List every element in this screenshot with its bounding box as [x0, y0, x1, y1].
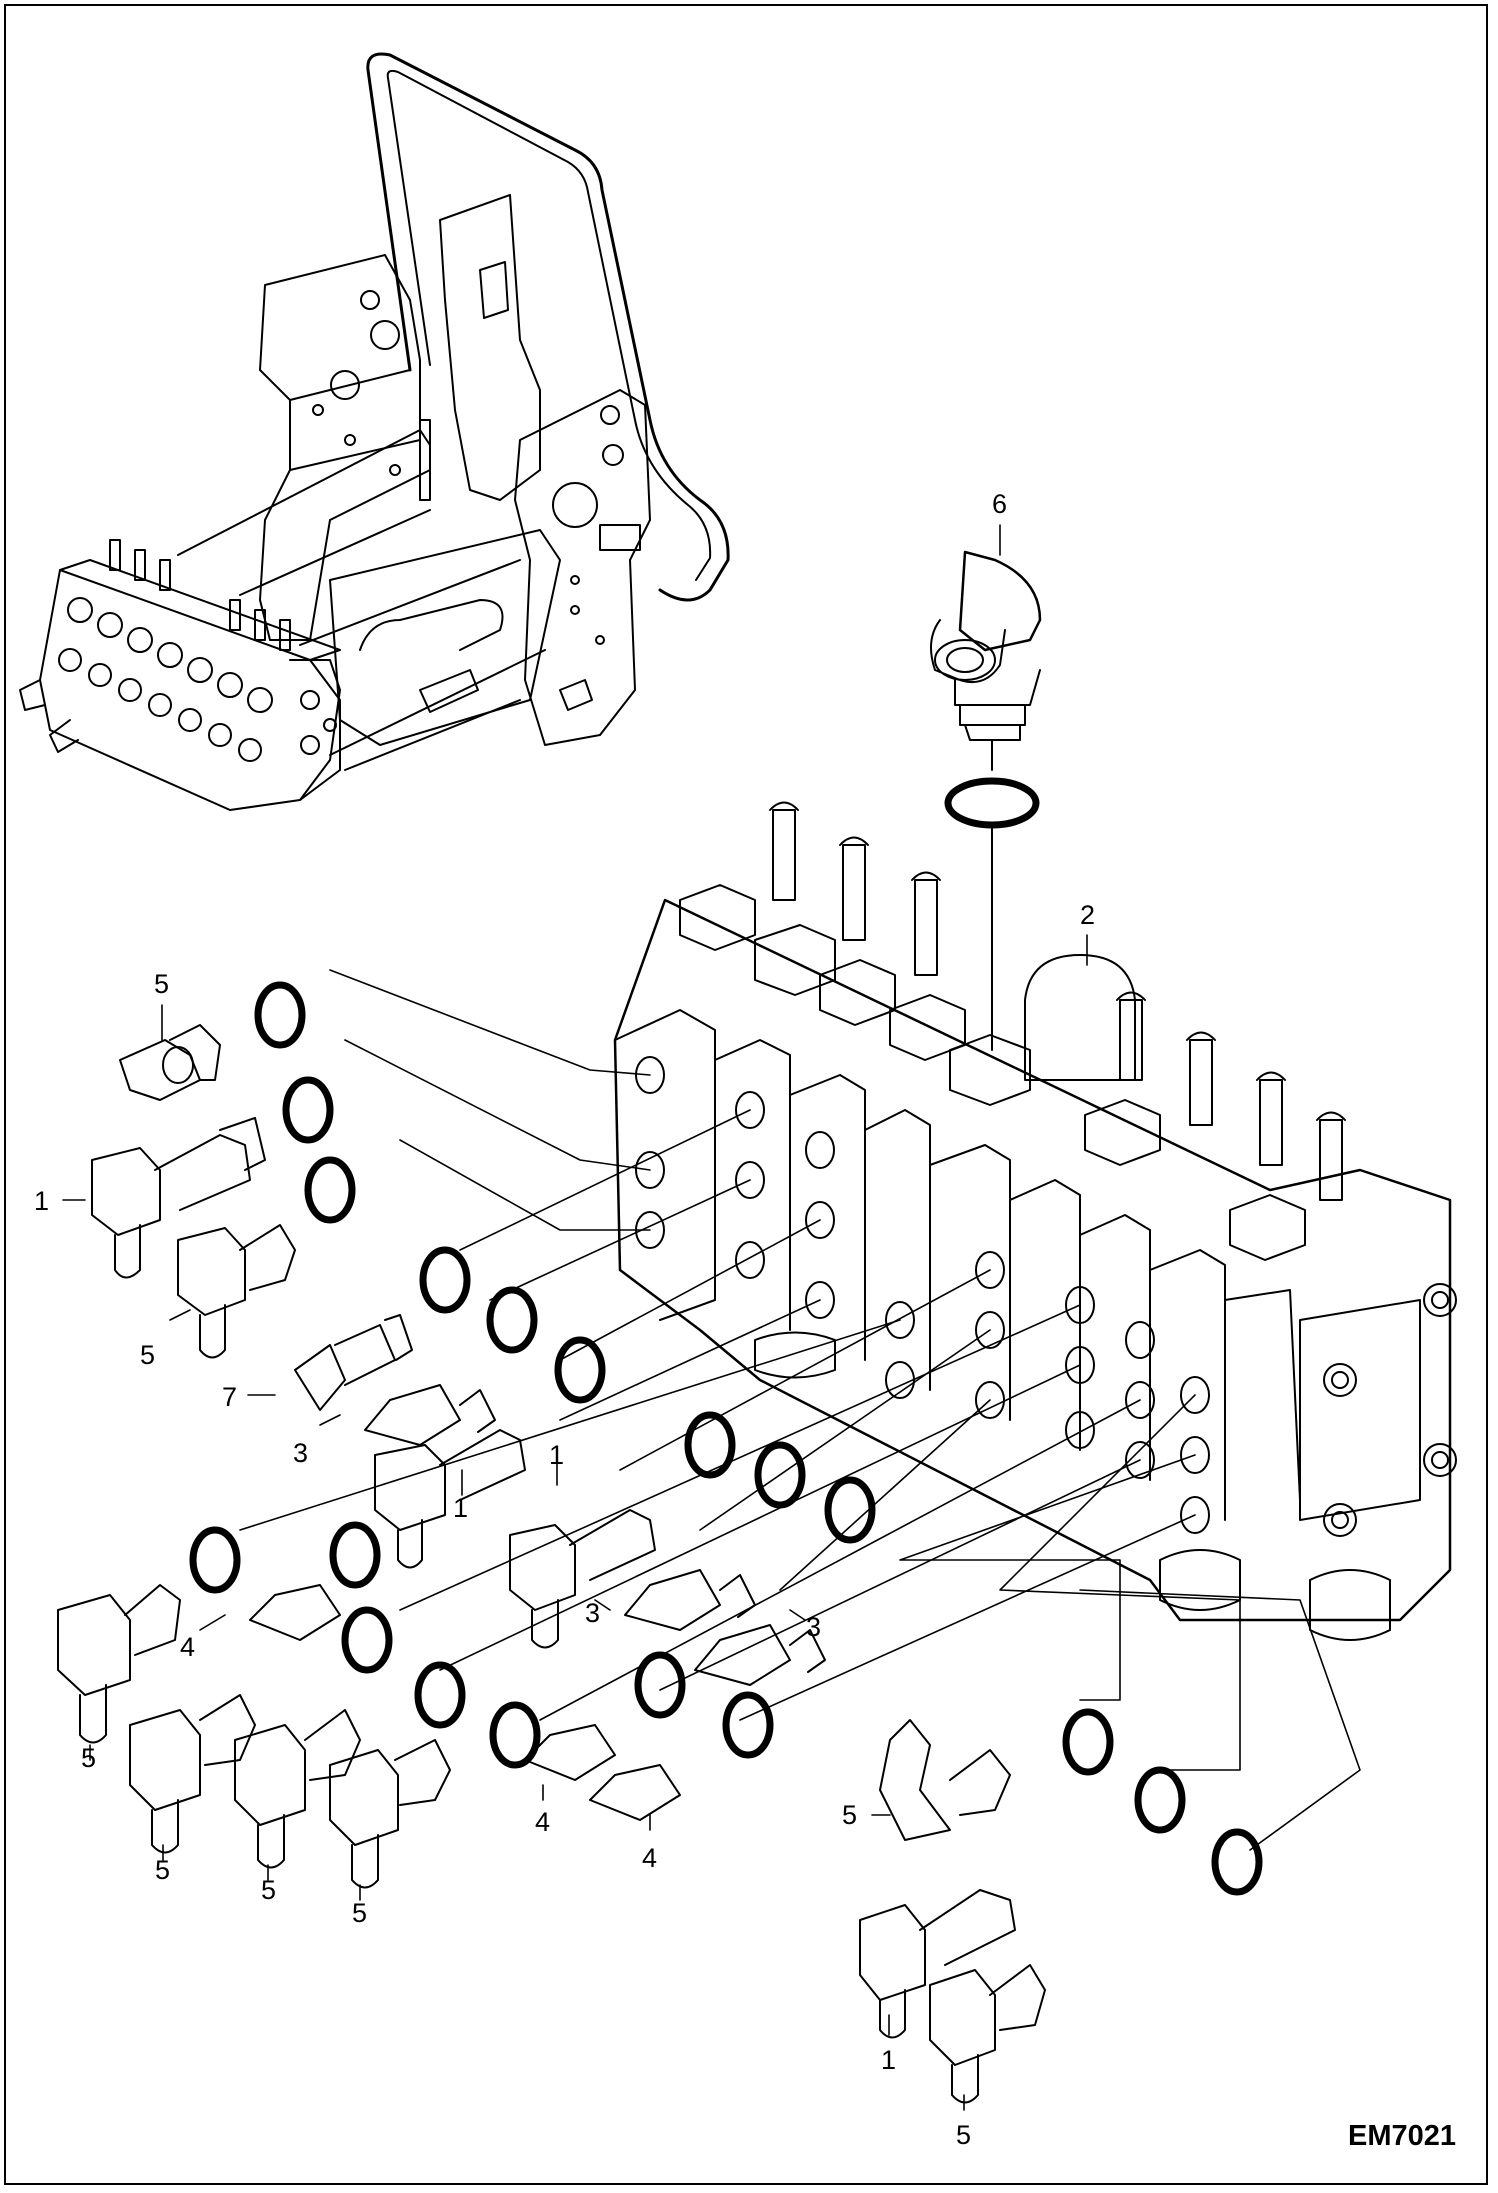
main-valve-bank	[613, 801, 1457, 1641]
callout-5: 5	[81, 1743, 97, 1773]
part-6-elbow-fitting	[930, 550, 1042, 771]
callout-3: 3	[806, 1612, 822, 1642]
callout-3: 3	[293, 1438, 309, 1468]
callout-1: 1	[34, 1186, 50, 1216]
callout-5: 5	[842, 1800, 858, 1830]
fittings	[57, 1024, 1046, 2104]
callout-5: 5	[261, 1875, 277, 1905]
diagram-border	[4, 4, 1488, 2185]
assembly-leader-lines	[239, 969, 1361, 1851]
o-rings	[189, 981, 1263, 1896]
callout-5: 5	[154, 969, 170, 999]
drawing-code: EM7021	[1347, 2120, 1456, 2152]
callout-1: 1	[881, 2045, 897, 2075]
callout-4: 4	[642, 1843, 658, 1873]
callout-4: 4	[180, 1632, 196, 1662]
callout-leaders	[62, 524, 1088, 2111]
callout-3: 3	[585, 1598, 601, 1628]
mounting-frame-inset	[19, 52, 730, 811]
callout-7: 7	[222, 1382, 238, 1412]
callout-6: 6	[992, 489, 1008, 519]
callout-5: 5	[140, 1340, 156, 1370]
callout-5: 5	[956, 2120, 972, 2150]
callout-1: 1	[549, 1440, 565, 1470]
callout-4: 4	[535, 1807, 551, 1837]
callout-1: 1	[453, 1493, 469, 1523]
callout-2: 2	[1080, 900, 1096, 930]
callout-5: 5	[155, 1855, 171, 1885]
callout-5: 5	[352, 1898, 368, 1928]
o-ring	[944, 777, 1040, 829]
